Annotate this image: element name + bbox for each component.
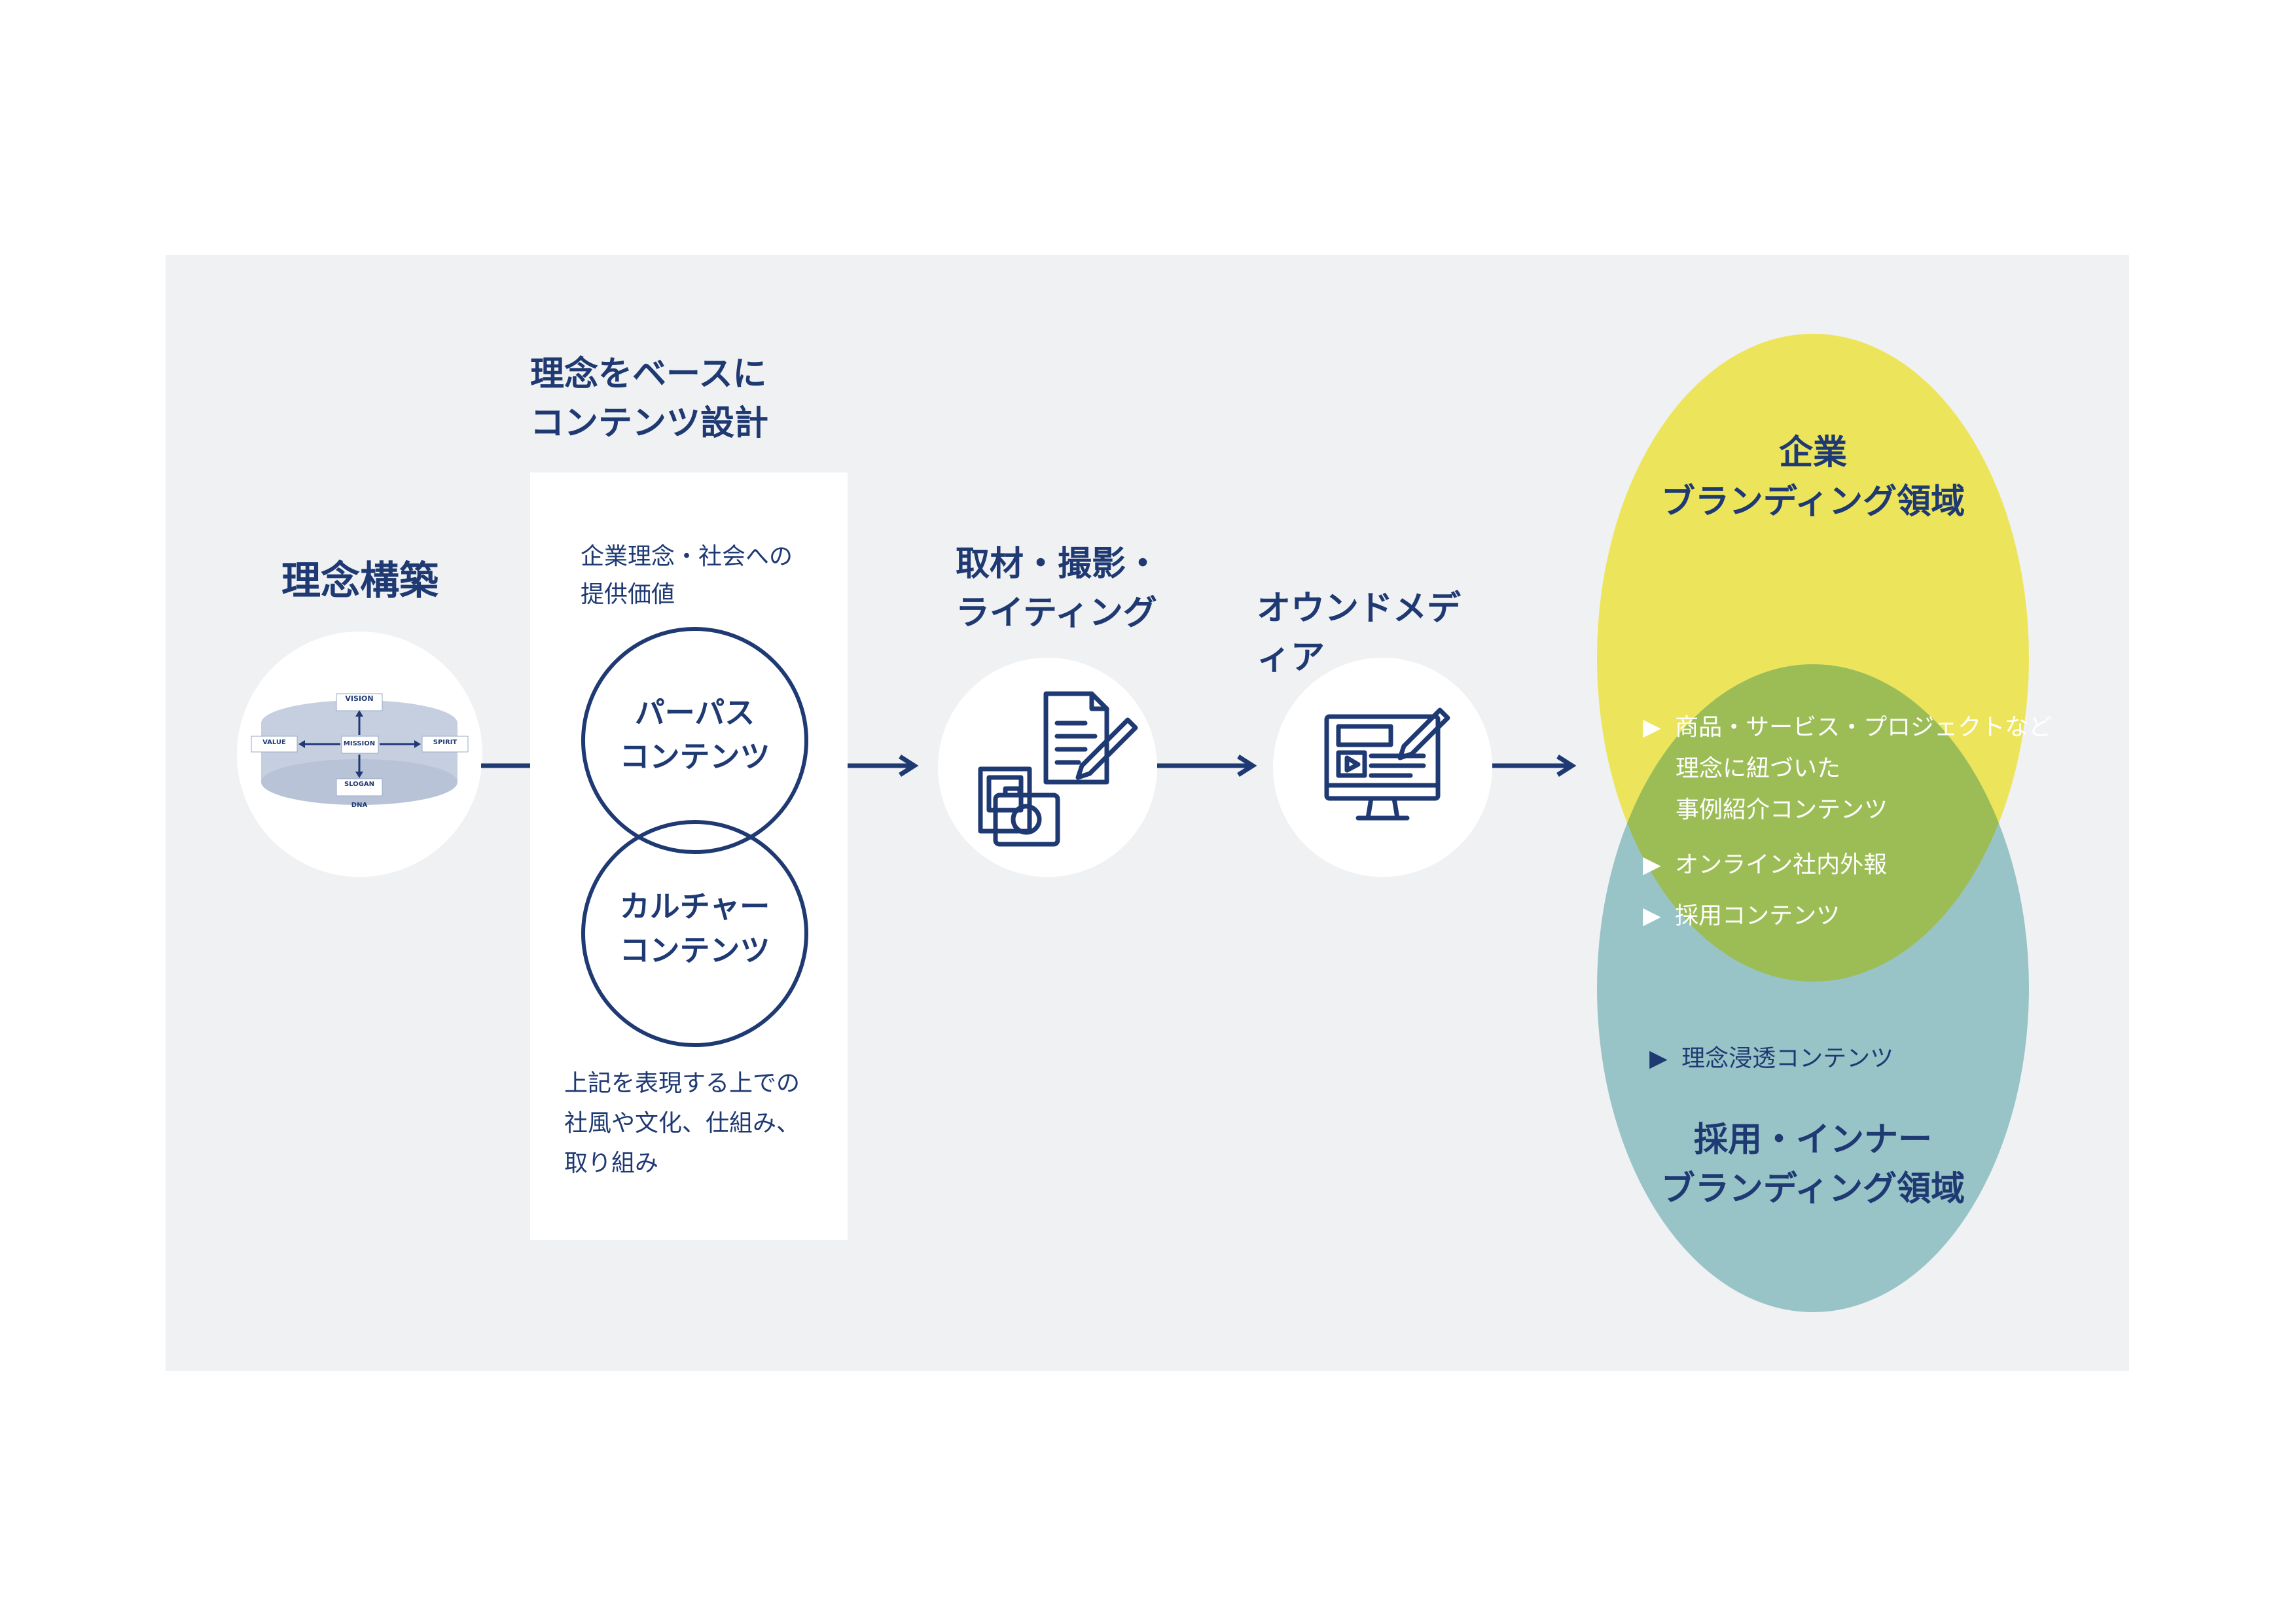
bullet-marker: ▶ [1643,851,1661,878]
overlap-bullet-1: ▶ 商品・サービス・プロジェクトなど 理念に紐づいた 事例紹介コンテンツ [1643,707,2052,830]
purpose-content-line2: コンテンツ [619,738,770,774]
culture-content-line1: カルチャー [619,889,770,924]
bottom-bullet: ▶ 理念浸透コンテンツ [1649,1039,1893,1073]
overlap-bullet-1-line1: ▶ 商品・サービス・プロジェクトなど [1643,707,2052,748]
purpose-content-line1: パーパス [634,695,755,730]
label-slogan: SLOGAN [344,781,374,788]
overlap-bullet-1-line3: 事例紹介コンテンツ [1676,796,1888,823]
overlap-region [1597,664,2029,982]
bullet-text: 採用コンテンツ [1675,902,1840,929]
label-vision: VISION [345,694,373,703]
step3-title: 取材・撮影・ ライティング [956,540,1191,639]
step2-desc-top-line1: 企業理念・社会への [581,543,793,570]
venn-top-title-line1: 企業 [1778,433,1847,473]
venn-top-title: 企業 ブランディング領域 [1600,429,2026,527]
step2-desc-bottom-line1: 上記を表現する上での [564,1070,800,1097]
step2-desc-bottom-line3: 取り組み [564,1150,659,1177]
label-value: VALUE [262,739,286,746]
overlap-bullet-2: ▶ オンライン社内外報 [1643,844,1887,885]
venn-bottom-title: 採用・インナー ブランディング領域 [1600,1116,2026,1215]
bullet-marker: ▶ [1643,714,1661,741]
label-mission: MISSION [344,740,375,747]
philosophy-structure-diagram: VISION MISSION VALUE SPIRIT SLOGAN DNA [251,693,469,809]
step2-desc-top-line2: 提供価値 [581,580,675,608]
venn-bottom-title-line2: ブランディング領域 [1660,1169,1965,1209]
arrow-2 [848,755,919,777]
bullet-marker: ▶ [1649,1045,1668,1072]
culture-content-line2: コンテンツ [619,932,770,968]
step3-title-line2: ライティング [956,594,1157,633]
step2-desc-bottom: 上記を表現する上での 社風や文化、仕組み、 取り組み [564,1063,839,1184]
overlap-bullet-3: ▶ 採用コンテンツ [1643,895,1840,936]
label-spirit: SPIRIT [433,739,457,746]
purpose-content-label: パーパス コンテンツ [581,691,808,778]
bullet-marker: ▶ [1643,902,1661,929]
culture-content-circle [581,820,808,1047]
step2-title-line2: コンテンツ設計 [530,404,769,444]
overlap-bullet-1-line2: 理念に紐づいた [1676,755,1841,782]
document-camera-icon [978,691,1138,847]
step3-title-line1: 取材・撮影・ [956,544,1160,584]
bullet-text: オンライン社内外報 [1675,851,1888,878]
step1-title: 理念構築 [281,558,439,604]
step4-title: オウンドメディア [1257,589,1462,678]
arrow-4 [1492,755,1577,777]
bullet-text: 商品・サービス・プロジェクトなど [1675,714,2053,741]
computer-monitor-icon [1324,707,1450,821]
label-dna: DNA [351,802,368,809]
venn-top-title-line2: ブランディング領域 [1660,482,1965,522]
step2-title: 理念をベースに コンテンツ設計 [530,350,844,449]
arrow-3 [1157,755,1257,777]
step2-desc-bottom-line2: 社風や文化、仕組み、 [564,1110,800,1137]
bullet-text: 理念浸透コンテンツ [1681,1045,1894,1072]
culture-content-label: カルチャー コンテンツ [581,885,808,972]
step2-title-line1: 理念をベースに [530,355,767,394]
branding-venn-diagram [1597,334,2029,1312]
step2-desc-top: 企業理念・社会への 提供価値 [581,538,829,613]
venn-bottom-title-line1: 採用・インナー [1693,1120,1932,1160]
